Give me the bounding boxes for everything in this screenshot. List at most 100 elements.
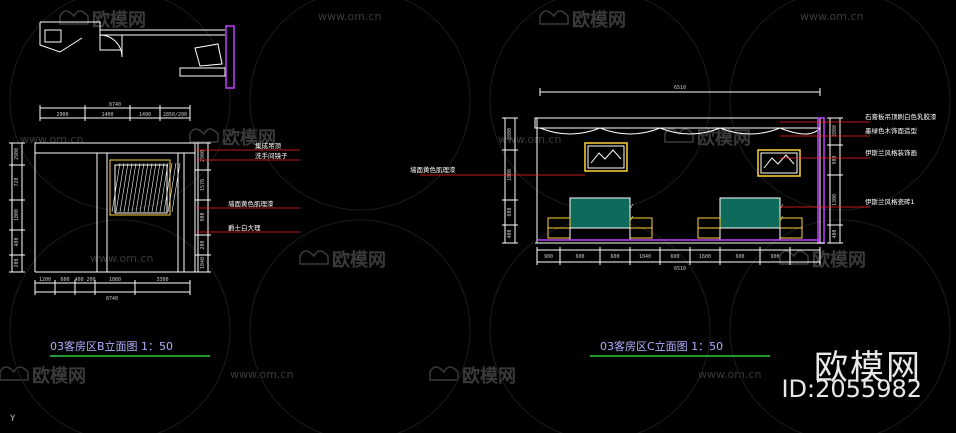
dim-text: 400 bbox=[507, 229, 513, 238]
plan-wall bbox=[40, 21, 120, 51]
dim-text: 200 bbox=[14, 258, 20, 267]
painting-motif bbox=[763, 154, 795, 169]
watermark-circle bbox=[489, 0, 711, 211]
callout-label: 集成吊顶 bbox=[255, 141, 282, 150]
dim-text: 900 bbox=[200, 212, 206, 221]
watermark-circle bbox=[9, 0, 231, 211]
hatch-line bbox=[151, 162, 161, 213]
hatch-line bbox=[167, 162, 177, 213]
plan-counter bbox=[179, 67, 226, 77]
headboard-frame bbox=[719, 197, 781, 229]
brand-logo-id: ID:2055982 bbox=[781, 375, 922, 403]
drawing-title: 03客房区B立面图 1：50 bbox=[50, 339, 173, 353]
dim-text: 600 bbox=[60, 277, 69, 283]
dim-text: 1000 bbox=[14, 209, 20, 221]
ceiling-drape bbox=[539, 127, 821, 135]
watermark-circle bbox=[249, 219, 471, 433]
watermark-logo: 欧模网 bbox=[664, 127, 751, 149]
sofa-icon bbox=[539, 10, 569, 25]
watermark-brand: 欧模网 bbox=[812, 249, 866, 271]
decorative-painting-frame bbox=[584, 142, 628, 172]
watermark-logo: 欧模网 bbox=[429, 365, 516, 387]
dim-text: 900 bbox=[544, 254, 553, 260]
sofa-icon bbox=[59, 10, 89, 25]
dim-text: 400 200 bbox=[74, 277, 95, 283]
plan-window bbox=[225, 25, 235, 89]
dim-text: 600 bbox=[670, 254, 679, 260]
dim-text: 8740 bbox=[109, 102, 121, 108]
callout-label: 伊斯兰风格装饰画 bbox=[865, 148, 917, 157]
dim-text: 2900 bbox=[56, 112, 68, 118]
dim-text: 200 bbox=[200, 240, 206, 249]
sofa-icon bbox=[429, 366, 459, 381]
hatch-line bbox=[127, 162, 137, 213]
dim-text: 2800 bbox=[832, 125, 838, 137]
dim-text: 480 bbox=[14, 237, 20, 246]
ceiling-band bbox=[34, 142, 196, 154]
watermark-brand: 欧模网 bbox=[462, 365, 516, 387]
dim-text: 600 bbox=[610, 254, 619, 260]
dim-text: 2800 bbox=[507, 128, 513, 140]
dim-text: 1860 bbox=[109, 277, 121, 283]
plan-basin bbox=[194, 43, 223, 67]
callout-label: 洗手间镜子 bbox=[255, 151, 288, 160]
plan-door-leaf bbox=[39, 22, 83, 53]
dim-text: 2900 bbox=[14, 148, 20, 160]
watermark-circle bbox=[249, 0, 471, 211]
dim-text: 900 bbox=[832, 155, 838, 164]
watermark-circle bbox=[9, 219, 231, 433]
sofa-icon bbox=[189, 128, 219, 143]
dim-text: 2900 bbox=[200, 150, 206, 162]
watermark-logo: 欧模网 bbox=[0, 365, 86, 387]
callout-label: 墙面黄色肌理漆 bbox=[410, 165, 456, 174]
dim-text: 600 bbox=[575, 254, 584, 260]
dim-text: 1200 bbox=[39, 277, 51, 283]
hatch-line bbox=[111, 162, 121, 213]
plan-fixture bbox=[44, 29, 62, 43]
wall-pilaster bbox=[177, 152, 185, 273]
callout-label: 石膏板吊顶刷白色乳胶漆 bbox=[865, 112, 937, 121]
watermark-url: www.om.cn bbox=[90, 252, 153, 265]
hatch-line bbox=[163, 162, 173, 213]
mirror-hatch bbox=[111, 162, 181, 213]
watermark-brand: 欧模网 bbox=[572, 9, 626, 31]
hatch-line bbox=[171, 162, 181, 213]
watermark-brand: 欧模网 bbox=[92, 9, 146, 31]
plan-door-swing bbox=[99, 34, 123, 58]
dim-text: 1040 bbox=[639, 254, 651, 260]
hatch-line bbox=[143, 162, 153, 213]
bed-base bbox=[719, 227, 781, 241]
watermark-url: www.om.cn bbox=[698, 368, 761, 381]
hatch-line bbox=[147, 162, 157, 213]
watermark-brand: 欧模网 bbox=[697, 127, 751, 149]
dim-text: 1570 bbox=[200, 179, 206, 191]
dim-text: 2850/200 bbox=[163, 112, 187, 118]
dim-text: 3300 bbox=[156, 277, 168, 283]
bed-base bbox=[569, 227, 631, 241]
watermark-url: www.om.cn bbox=[20, 133, 83, 146]
callout-label: 伊斯兰风格瓷砖1 bbox=[865, 197, 915, 206]
dim-text: 1040 bbox=[200, 257, 206, 269]
watermark-brand: 欧模网 bbox=[32, 365, 86, 387]
headboard-frame bbox=[569, 197, 631, 229]
watermark-brand: 欧模网 bbox=[222, 127, 276, 149]
dim-text: 1300 bbox=[832, 194, 838, 206]
hatch-line bbox=[139, 162, 149, 213]
axis-mark: Y bbox=[10, 414, 16, 424]
ceiling-band bbox=[534, 117, 821, 129]
dim-text: 900 bbox=[770, 254, 779, 260]
callout-label: 墙面黄色肌理漆 bbox=[228, 199, 274, 208]
sofa-icon bbox=[299, 250, 329, 265]
watermark-url: www.om.cn bbox=[498, 133, 561, 146]
hatch-line bbox=[155, 162, 165, 213]
hatch-line bbox=[123, 162, 133, 213]
decorative-painting-inner bbox=[587, 145, 625, 169]
watermark-logo: 欧模网 bbox=[59, 9, 146, 31]
decorative-painting-inner bbox=[760, 152, 798, 174]
dim-text: 1400 bbox=[101, 112, 113, 118]
mirror-inner bbox=[114, 164, 168, 214]
watermark-url: www.om.cn bbox=[318, 10, 381, 23]
watermark-url: www.om.cn bbox=[800, 10, 863, 23]
